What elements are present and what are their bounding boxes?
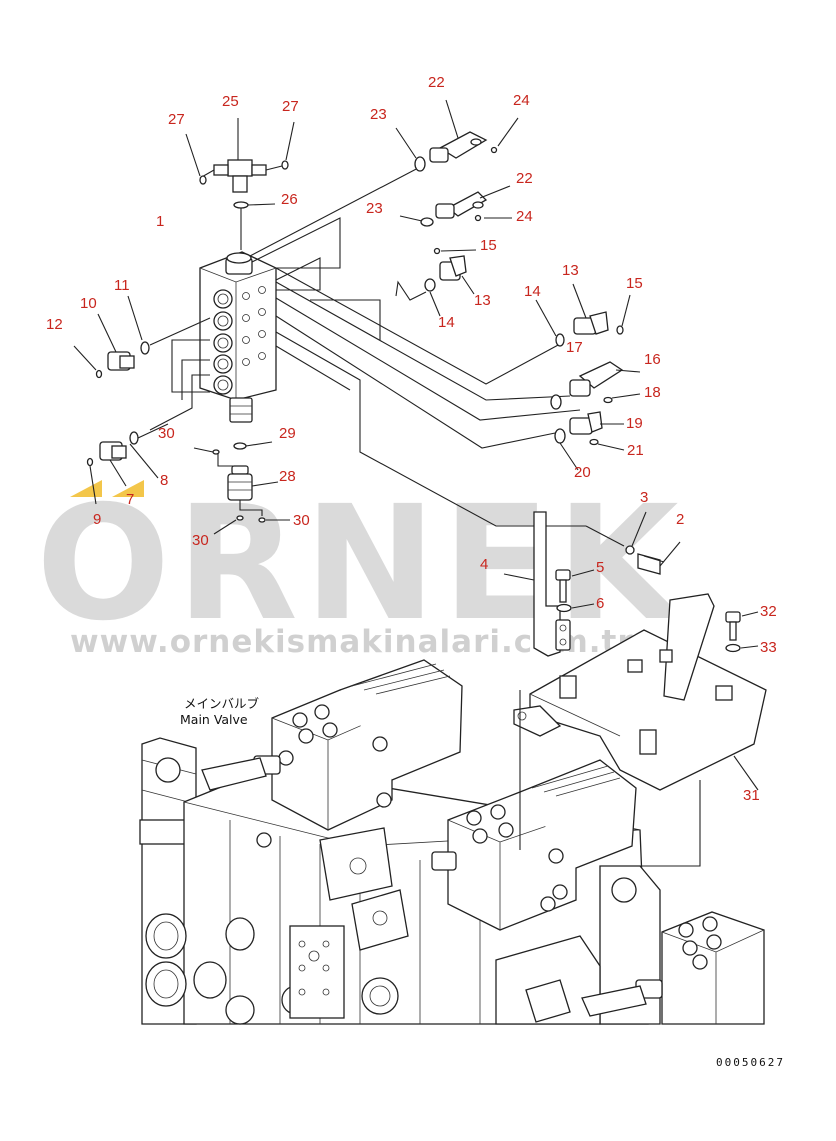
callout-1: 1 (156, 213, 164, 230)
callout-11: 11 (114, 277, 130, 294)
callout-15-upper: 15 (480, 237, 497, 254)
leader-lines-block (149, 339, 210, 431)
callout-5: 5 (596, 559, 604, 576)
callout-10: 10 (80, 295, 97, 312)
main-valve-label-jp: メインバルブ (184, 696, 260, 711)
block-side-holes (242, 286, 266, 366)
callout-9: 9 (93, 511, 101, 528)
callout-31: 31 (743, 787, 760, 804)
block-ports (213, 289, 233, 395)
watermark-brand: ORNEK (36, 472, 685, 656)
callout-19: 19 (626, 415, 643, 432)
callout-33: 33 (760, 639, 777, 656)
callout-18: 18 (644, 384, 661, 401)
bracket-part-4 (503, 511, 681, 657)
drawing-number: 00050627 (716, 1056, 785, 1069)
callout-20: 20 (574, 464, 591, 481)
callout-2: 2 (676, 511, 684, 528)
callout-32: 32 (760, 603, 777, 620)
callout-25: 25 (222, 93, 239, 110)
callout-28: 28 (279, 468, 296, 485)
right-fitting-group (535, 283, 641, 471)
distribution-block-part-1 (199, 251, 277, 423)
callout-12: 12 (46, 316, 63, 333)
callout-15-right: 15 (626, 275, 643, 292)
callout-22-lower: 22 (516, 170, 533, 187)
straight-fitting-part-13-upper (395, 247, 477, 317)
callout-24-upper: 24 (513, 92, 530, 109)
main-valve-assembly (139, 659, 765, 1025)
watermark-accent-right (112, 480, 144, 497)
callout-30-left: 30 (158, 425, 175, 442)
callout-21: 21 (627, 442, 644, 459)
elbow-fitting-part-22-lower (399, 185, 512, 227)
tee-fitting-part-25 (185, 118, 295, 250)
callout-6: 6 (596, 595, 604, 612)
hose-routing-lines (249, 165, 625, 547)
callout-4: 4 (480, 556, 488, 573)
left-fitting-group (73, 295, 211, 505)
callout-30-right: 30 (293, 512, 310, 529)
callout-29: 29 (279, 425, 296, 442)
elbow-fitting-part-22-upper (395, 99, 519, 172)
callout-26: 26 (281, 191, 298, 208)
callout-3: 3 (640, 489, 648, 506)
callout-23-lower: 23 (366, 200, 383, 217)
callout-14-right: 14 (524, 283, 541, 300)
callout-23-upper: 23 (370, 106, 387, 123)
mounting-plate-part-31 (513, 593, 767, 791)
callout-16: 16 (644, 351, 661, 368)
main-valve-label-en: Main Valve (180, 712, 248, 727)
callout-13-right: 13 (562, 262, 579, 279)
callout-labels: 1 2 3 4 5 6 7 8 9 10 11 12 13 13 14 14 1… (46, 74, 777, 804)
callout-7: 7 (126, 491, 134, 508)
fitting-part-28 (193, 441, 290, 535)
callout-13-upper: 13 (474, 292, 491, 309)
callout-14-upper: 14 (438, 314, 455, 331)
callout-17: 17 (566, 339, 583, 356)
callout-24-lower: 24 (516, 208, 533, 225)
callout-27-right: 27 (282, 98, 299, 115)
callout-8: 8 (160, 472, 168, 489)
callout-27-left: 27 (168, 111, 185, 128)
callout-22-upper: 22 (428, 74, 445, 91)
callout-30-bottom: 30 (192, 532, 209, 549)
